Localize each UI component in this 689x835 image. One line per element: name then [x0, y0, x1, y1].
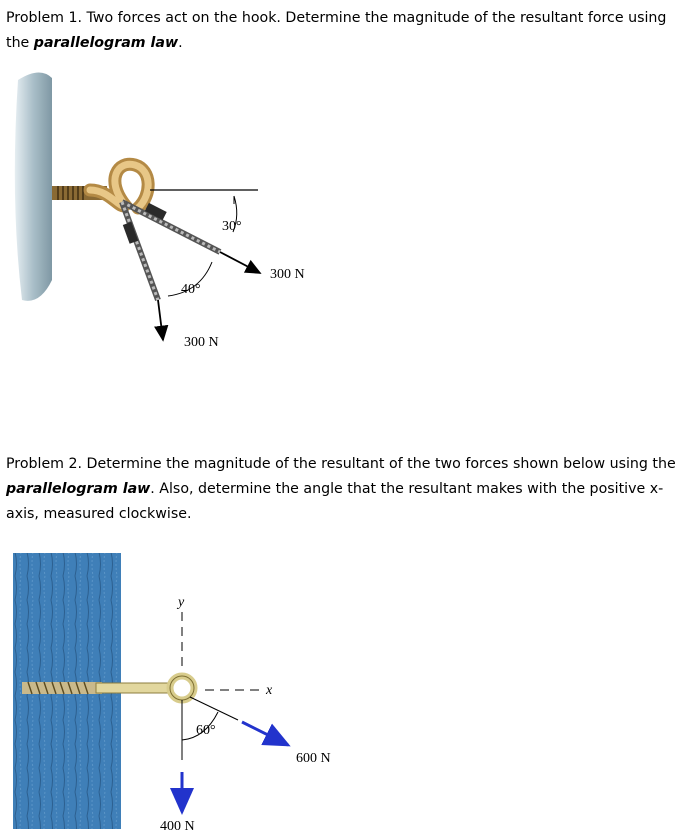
- eyebolt-shank: [95, 682, 173, 694]
- angle-arc-60: [181, 711, 219, 741]
- problem-2-text-end: . Also, determine the angle that the res…: [6, 481, 664, 522]
- problem-1-emphasis: parallelogram law: [33, 35, 179, 51]
- force-label-down: 300 N: [184, 335, 219, 350]
- problem-1-text-end: .: [178, 35, 183, 51]
- angle-label-40: 40°: [181, 282, 201, 297]
- angle-label-30: 30°: [222, 219, 242, 234]
- cable-down: [119, 200, 161, 302]
- eyebolt-threads: [27, 681, 89, 695]
- force-label-right: 300 N: [270, 267, 305, 282]
- force-arrow-down: [154, 299, 169, 342]
- force-arrow-right: [219, 251, 262, 274]
- y-axis-label: y: [176, 595, 185, 610]
- angle-label-60: 60°: [196, 723, 216, 738]
- problem-2-emphasis: parallelogram law: [6, 481, 151, 497]
- angle-arc-30: [232, 195, 238, 233]
- angle-arc-40: [167, 261, 213, 297]
- figure-1-hook: 30° 40° 300 N 300 N: [14, 72, 305, 350]
- problem-1-statement: Problem 1. Two forces act on the hook. D…: [6, 6, 686, 56]
- x-axis-label: x: [265, 683, 273, 698]
- force-label-diagonal: 600 N: [296, 751, 331, 766]
- problem-2-text: Problem 2. Determine the magnitude of th…: [6, 456, 676, 472]
- force-line-diagonal: [189, 696, 239, 721]
- force-label-down-400: 400 N: [160, 819, 195, 834]
- screw-threads: [57, 186, 84, 200]
- force-arrow-diagonal: [241, 720, 291, 747]
- wall: [14, 72, 52, 301]
- problem-2-statement: Problem 2. Determine the magnitude of th…: [6, 452, 686, 527]
- problem-1-text: Problem 1. Two forces act on the hook. D…: [6, 10, 667, 51]
